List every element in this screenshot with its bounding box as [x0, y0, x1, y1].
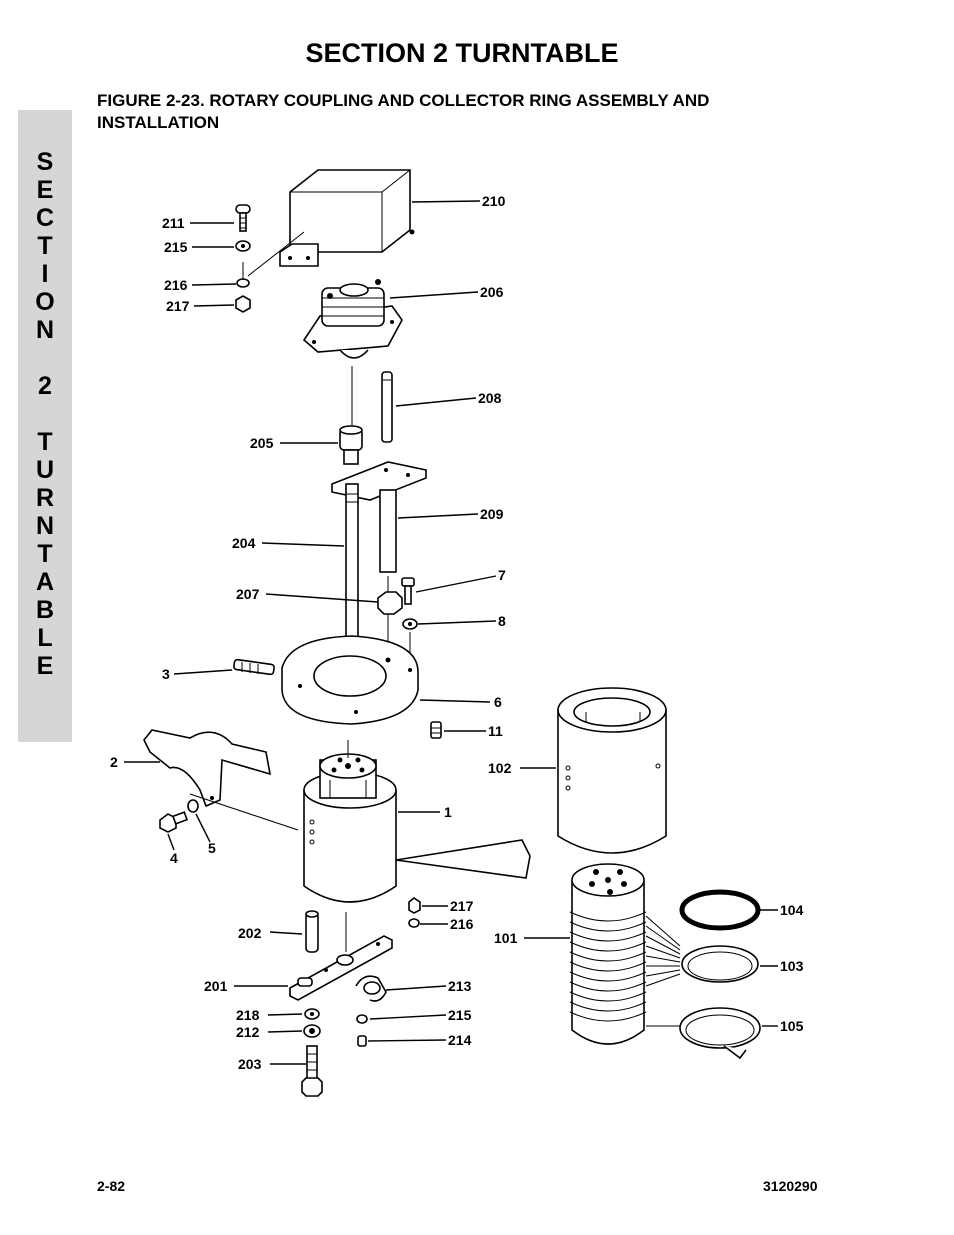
sidebar-letter: E — [36, 176, 54, 204]
set-screw-part — [233, 658, 275, 676]
callout-1: 1 — [444, 804, 452, 820]
callout-204: 204 — [232, 535, 256, 551]
coupler-part — [339, 425, 363, 465]
callout-206: 206 — [480, 284, 504, 300]
callout-4: 4 — [170, 850, 178, 866]
sidebar-letter: T — [37, 428, 53, 456]
callout-218: 218 — [236, 1007, 260, 1023]
strap-plate-part — [289, 935, 393, 1001]
clamp-screw-part — [356, 1014, 368, 1047]
callout-102: 102 — [488, 760, 512, 776]
anchor-bolt-part — [159, 799, 199, 833]
seal-rings-part — [679, 889, 761, 1060]
screw-stack-part — [235, 204, 305, 313]
callout-103: 103 — [780, 958, 804, 974]
leader-lines — [124, 200, 778, 1065]
sidebar-letter: O — [35, 288, 55, 316]
sidebar-letter: A — [35, 568, 55, 596]
bolt-nut-part — [377, 577, 418, 660]
callout-211: 211 — [162, 215, 185, 231]
cable-clamp-part — [355, 975, 387, 1002]
small-screw-part — [430, 721, 442, 739]
document-number: 3120290 — [763, 1178, 818, 1194]
sidebar-letter: T — [37, 232, 53, 260]
sidebar-letter: N — [35, 512, 55, 540]
callout-217: 217 — [166, 298, 190, 314]
callout-212: 212 — [236, 1024, 260, 1040]
sidebar-letter: 2 — [38, 372, 52, 400]
section-title: SECTION 2 TURNTABLE — [305, 38, 619, 68]
pin-part — [305, 910, 319, 953]
sidebar-letter: E — [36, 652, 54, 680]
sleeve-part — [557, 687, 667, 854]
callout-201: 201 — [204, 978, 228, 994]
bolt-stack-part — [301, 1008, 323, 1097]
anchor-bracket-part — [143, 729, 299, 831]
cover-box-part — [279, 169, 415, 267]
sidebar-letter: N — [35, 316, 55, 344]
threaded-rod-part — [345, 483, 359, 657]
mounting-ring-part — [281, 635, 419, 725]
sidebar-letter: L — [37, 624, 53, 652]
callout-207: 207 — [236, 586, 260, 602]
callout-8: 8 — [498, 613, 506, 629]
callout-2: 2 — [110, 754, 118, 770]
callout-209: 209 — [480, 506, 504, 522]
callout-203: 203 — [238, 1056, 262, 1072]
callout-215: 215 — [164, 239, 188, 255]
callout-213: 213 — [448, 978, 472, 994]
callout-202: 202 — [238, 925, 262, 941]
rotary-coupling-body-part — [303, 740, 397, 952]
page-number: 2-82 — [97, 1178, 126, 1194]
callout-217-lower: 217 — [450, 898, 474, 914]
rod-part — [381, 371, 393, 443]
callout-210: 210 — [482, 193, 506, 209]
collector-ring-stack-part — [569, 863, 681, 1045]
callout-214: 214 — [448, 1032, 472, 1048]
sidebar-letter: C — [35, 204, 55, 232]
callout-101: 101 — [494, 930, 518, 946]
callout-3: 3 — [162, 666, 170, 682]
sidebar-letter: I — [41, 260, 49, 288]
section-sidebar-tab: S E C T I O N 2 T U R N T A B L E — [18, 110, 72, 742]
figure-title: FIGURE 2-23. ROTARY COUPLING AND COLLECT… — [97, 91, 710, 132]
sidebar-letter: T — [37, 540, 53, 568]
sidebar-letter: B — [35, 596, 55, 624]
callout-215-lower: 215 — [448, 1007, 472, 1023]
sidebar-letter: R — [35, 484, 55, 512]
lower-nut-part — [408, 897, 421, 928]
callout-5: 5 — [208, 840, 216, 856]
callout-105: 105 — [780, 1018, 804, 1034]
callout-7: 7 — [498, 567, 506, 583]
collector-top-part — [302, 279, 403, 426]
callout-208: 208 — [478, 390, 502, 406]
assembly-arrow — [395, 839, 531, 879]
sidebar-letter: U — [35, 456, 55, 484]
sidebar-letter: S — [36, 148, 54, 176]
callout-205: 205 — [250, 435, 274, 451]
callout-104: 104 — [780, 902, 804, 918]
callout-216: 216 — [164, 277, 188, 293]
callout-216-lower: 216 — [450, 916, 474, 932]
callout-6: 6 — [494, 694, 502, 710]
callout-11: 11 — [488, 723, 503, 739]
